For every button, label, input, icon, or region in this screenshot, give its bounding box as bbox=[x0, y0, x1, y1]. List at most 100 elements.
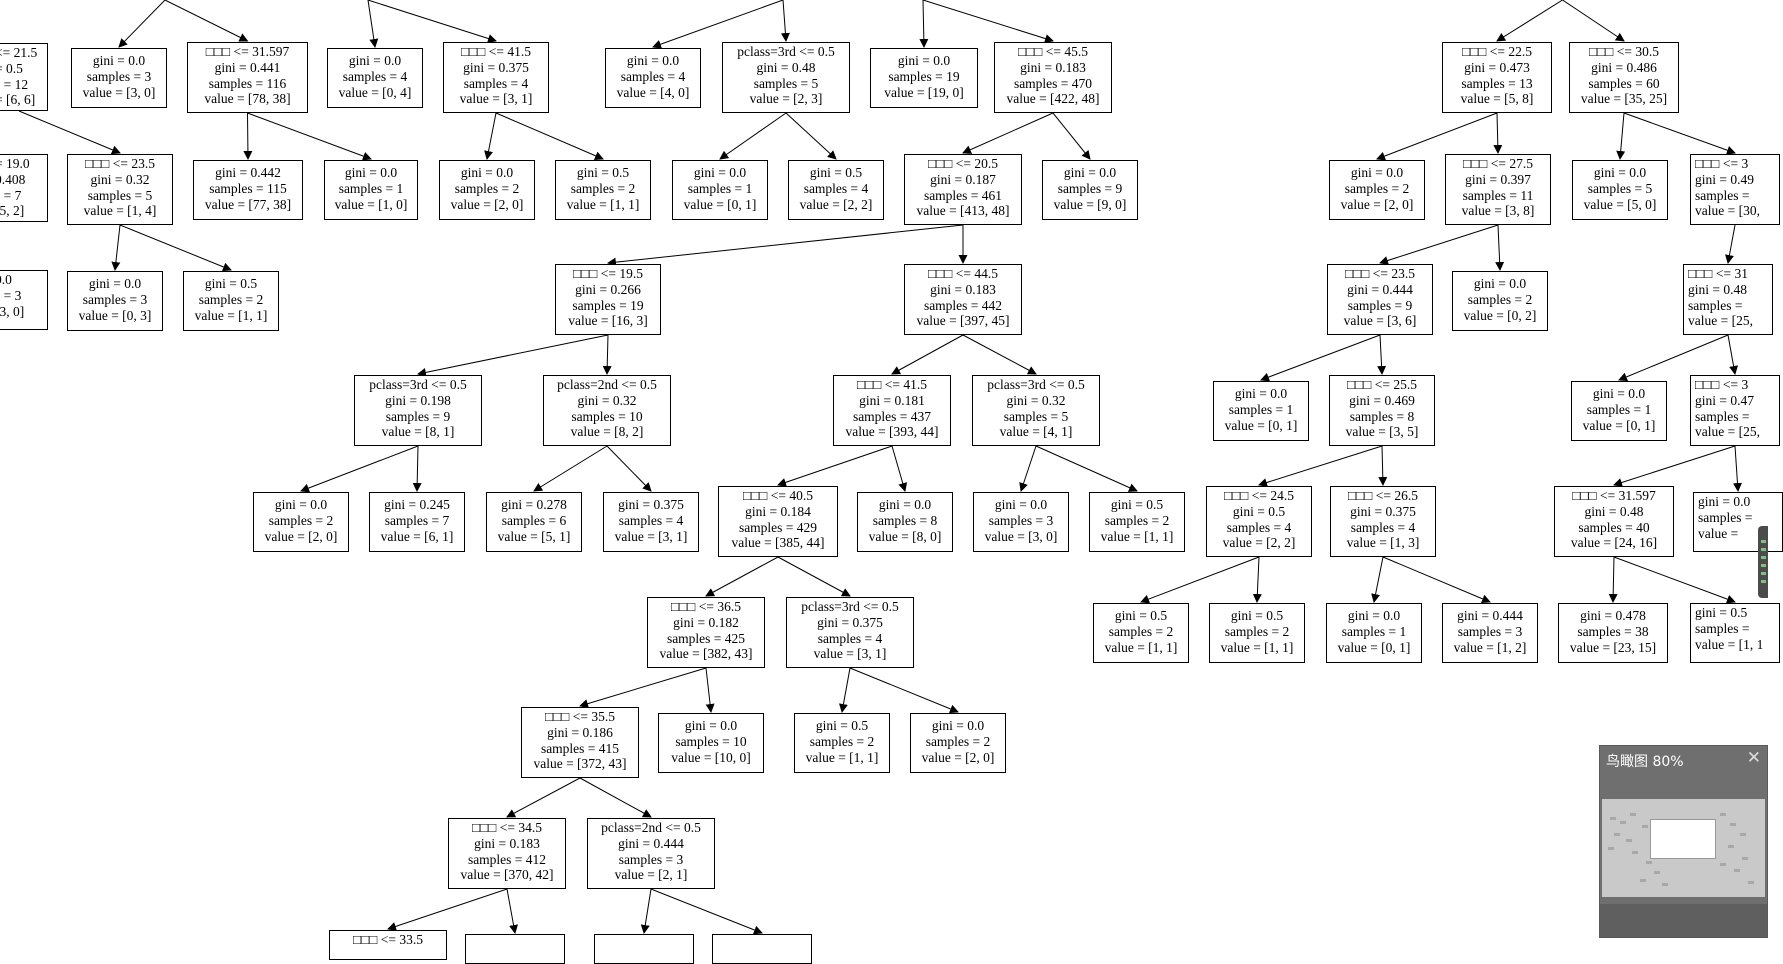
node-text-line: samples = 13 bbox=[1461, 75, 1533, 91]
minimap-preview[interactable] bbox=[1602, 799, 1765, 897]
node-text-line: samples = 2 bbox=[1467, 291, 1533, 307]
node-text-line: value = [1, 2] bbox=[1453, 639, 1527, 655]
tree-edge-arrow bbox=[387, 888, 508, 931]
minimap-viewport-window[interactable] bbox=[1650, 819, 1716, 859]
node-text-line: samples = 425 bbox=[666, 630, 746, 646]
tree-split-node[interactable]: <= 21.5= 0.5s = 12= [6, 6] bbox=[0, 43, 48, 111]
tree-edge-arrow bbox=[495, 112, 604, 160]
node-text-line: value = [3, 5] bbox=[1345, 424, 1419, 440]
tree-edge-arrow bbox=[533, 445, 608, 492]
tree-split-node[interactable] bbox=[712, 934, 812, 964]
close-icon[interactable]: ✕ bbox=[1746, 748, 1761, 768]
node-text-line: □□□ <= 41.5 bbox=[856, 377, 928, 392]
tree-split-node[interactable]: = 19.00.408s = 7[5, 2] bbox=[0, 154, 48, 222]
node-text-line: gini = 0.0 bbox=[92, 53, 146, 68]
tree-split-node[interactable]: 0.0s = 3[3, 0] bbox=[0, 270, 48, 330]
tree-split-node[interactable] bbox=[465, 934, 565, 964]
node-text-line: samples = 412 bbox=[467, 851, 547, 867]
node-text-line: pclass=2nd <= 0.5 bbox=[557, 377, 657, 392]
tree-edge-arrow bbox=[367, 0, 379, 48]
node-text-line: pclass=3rd <= 0.5 bbox=[987, 377, 1085, 392]
overview-minimap-panel[interactable]: 鸟瞰图 80% ✕ bbox=[1599, 745, 1768, 938]
scroll-indicator[interactable] bbox=[1758, 526, 1768, 598]
tree-edge-arrow bbox=[417, 334, 609, 377]
tree-edge-arrow bbox=[1052, 112, 1091, 160]
node-text-line: □□□ <= 45.5 bbox=[1017, 44, 1089, 59]
tree-edge-arrow bbox=[849, 667, 959, 714]
tree-split-node[interactable] bbox=[594, 934, 694, 964]
node-text-line: gini = 0.0 bbox=[693, 165, 747, 180]
node-text-line: gini = 0.0 bbox=[1592, 386, 1646, 401]
node-text-line: value = [35, 25] bbox=[1580, 91, 1668, 107]
node-text-line: value = [78, 38] bbox=[204, 91, 291, 107]
tree-split-node[interactable]: □□□ <= 33.5 bbox=[329, 930, 447, 960]
node-text-line: value = [3, 8] bbox=[1461, 203, 1535, 219]
